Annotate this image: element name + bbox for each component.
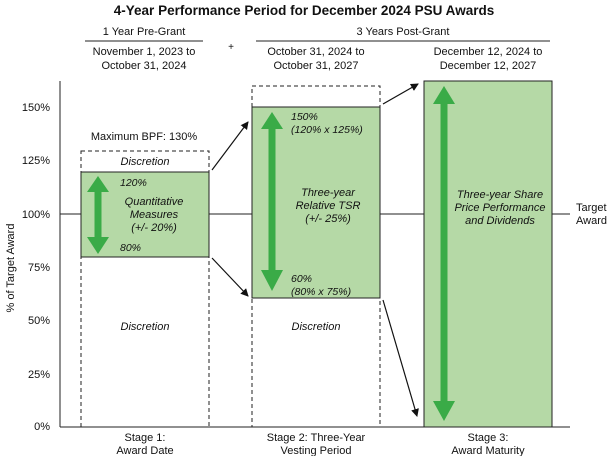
stage1-label-line2: Award Date (116, 445, 173, 456)
stage1-dates-line2: October 31, 2024 (101, 60, 186, 72)
arrow-to-stage2-high (211, 121, 249, 171)
stage2-measure-line2: Relative TSR (296, 200, 361, 212)
stage3-measure-line2: Price Performance (454, 202, 545, 214)
y-tick-50: 50% (28, 315, 50, 327)
stage2-label-line1: Stage 2: Three-Year (267, 432, 366, 444)
target-label-line2: Award (576, 215, 607, 227)
arrow-to-stage3-low (382, 299, 419, 417)
y-tick-75: 75% (28, 262, 50, 274)
stage1-dates-line1: November 1, 2023 to (93, 46, 196, 58)
arrow-to-stage2-low (211, 257, 249, 297)
stage1-max-bpf: Maximum BPF: 130% (91, 131, 198, 143)
y-tick-150: 150% (22, 102, 50, 114)
stage3-dates-line2: December 12, 2027 (440, 60, 537, 72)
stage2-high-line2: (120% x 125%) (291, 124, 363, 136)
stage2-measure-line3: (+/- 25%) (305, 213, 351, 225)
stage2-low-line2: (80% x 75%) (291, 286, 351, 298)
stage2-outer-dashed-box (251, 85, 381, 428)
stage1-discretion-top: Discretion (121, 156, 170, 168)
stage1-range-arrow (87, 176, 109, 254)
stage2-high-line1: 150% (291, 111, 318, 123)
stage3-range-arrow (433, 86, 455, 421)
stage1-measure-line3: (+/- 20%) (131, 222, 177, 234)
stage1-label-line1: Stage 1: (125, 432, 166, 444)
stage1-low-label: 80% (120, 242, 141, 254)
y-tick-25: 25% (28, 369, 50, 381)
pre-grant-label: 1 Year Pre-Grant (103, 26, 186, 38)
arrow-to-stage3-high (382, 83, 419, 105)
stage2-measure-line1: Three-year (301, 187, 356, 199)
stage1-measure-line2: Measures (130, 209, 179, 221)
stage1-outer-dashed-box (80, 150, 210, 428)
target-label-line1: Target (576, 202, 607, 214)
y-tick-100: 100% (22, 209, 50, 221)
diagram-title: 4-Year Performance Period for December 2… (114, 3, 494, 18)
stage2-dates-line1: October 31, 2024 to (267, 46, 364, 58)
stage2-label-line2: Vesting Period (281, 445, 352, 456)
stage2-low-line1: 60% (291, 273, 312, 285)
stage3-measure-line3: and Dividends (465, 215, 535, 227)
y-axis-label: % of Target Award (5, 224, 17, 313)
stage1-high-label: 120% (120, 177, 147, 189)
plus-sign: + (228, 42, 234, 53)
stage3-measure-line1: Three-year Share (457, 189, 543, 201)
stage1-measure-line1: Quantitative (125, 196, 184, 208)
stage1-discretion-bottom: Discretion (121, 321, 170, 333)
stage3-label-line2: Award Maturity (451, 445, 525, 456)
stage3-dates-line1: December 12, 2024 to (434, 46, 543, 58)
stage3-label-line1: Stage 3: (468, 432, 509, 444)
stage2-discretion: Discretion (292, 321, 341, 333)
stage2-range-arrow (261, 112, 283, 291)
y-tick-125: 125% (22, 155, 50, 167)
y-tick-0: 0% (34, 421, 50, 433)
stage2-dates-line2: October 31, 2027 (273, 60, 358, 72)
post-grant-label: 3 Years Post-Grant (357, 26, 450, 38)
